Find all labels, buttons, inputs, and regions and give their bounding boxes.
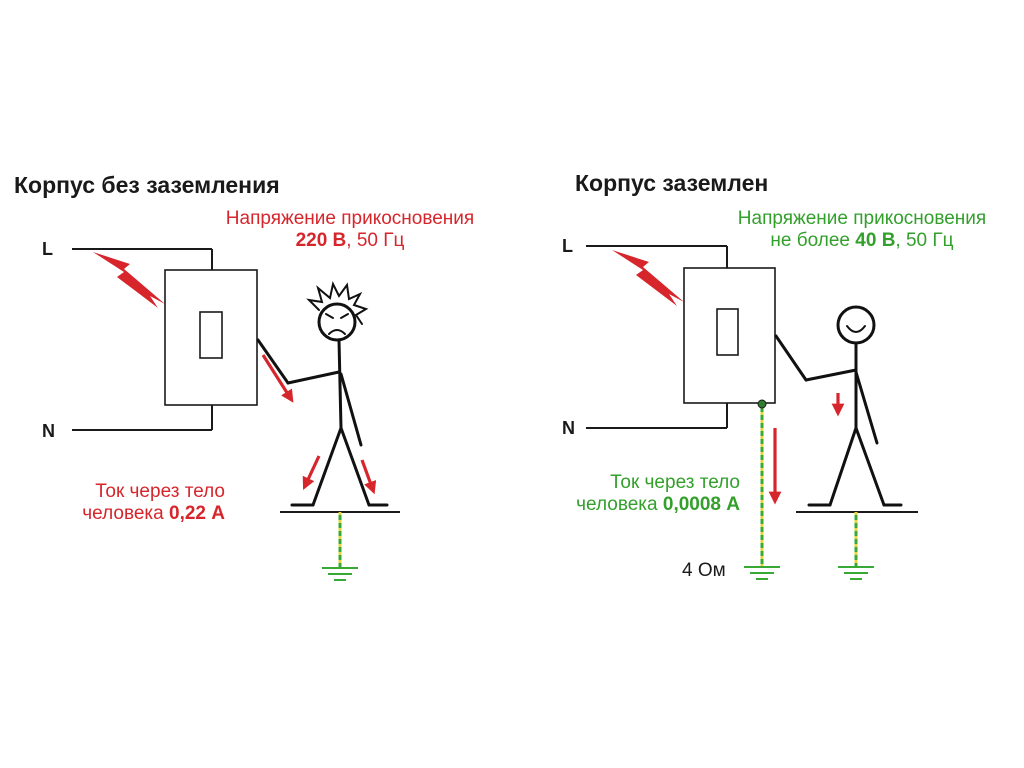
left-person-mouth (328, 329, 346, 335)
left-current-line2: человека 0,22 А (82, 503, 225, 524)
right-voltage-prefix: не более (770, 230, 856, 251)
left-voltage-label: Напряжение прикосновения 220 В, 50 Гц (200, 208, 500, 252)
left-person-arm-free (339, 372, 363, 447)
right-lightning-icon (612, 250, 684, 306)
right-voltage-value: 40 В (855, 230, 896, 251)
left-phase-label: L (42, 239, 53, 259)
right-pe-junction (757, 399, 767, 409)
left-person-body (337, 338, 343, 430)
right-voltage-line1: Напряжение прикосновения (737, 208, 987, 229)
right-voltage-label: Напряжение прикосновения не более 40 В, … (712, 208, 1012, 252)
right-person-head (836, 305, 876, 345)
right-phase-label: L (562, 236, 573, 256)
left-title: Корпус без заземления (14, 172, 280, 198)
right-current-line2: человека 0,0008 А (576, 494, 740, 515)
right-ground-icon (838, 566, 874, 580)
left-person-brows (325, 313, 349, 319)
right-title: Корпус заземлен (575, 170, 769, 196)
left-diagram (72, 248, 400, 581)
right-resistor (716, 308, 739, 356)
right-diagram (586, 245, 918, 580)
right-current-value: 0,0008 А (662, 494, 740, 515)
left-current-line1: Ток через тело (95, 481, 225, 502)
right-current-label: Ток через тело человека 0,0008 А (520, 472, 740, 516)
left-current-label: Ток через тело человека 0,22 А (20, 481, 225, 525)
ground-resistance-label: 4 Ом (682, 560, 726, 581)
right-voltage-rest: , 50 Гц (895, 230, 954, 251)
left-person-forearm (256, 338, 290, 385)
right-person-icon (774, 305, 903, 507)
right-current-line1: Ток через тело (610, 472, 740, 493)
left-person-leg-left (311, 426, 343, 507)
right-person-leg-left (828, 426, 858, 507)
left-person-icon (256, 281, 389, 507)
right-person-forearm (774, 334, 808, 382)
left-arrow-arm (261, 354, 294, 403)
left-neutral-label: N (42, 421, 55, 441)
left-voltage-rest: , 50 Гц (346, 230, 405, 251)
left-person-arm-touch (286, 370, 341, 385)
left-person-head (317, 302, 357, 342)
left-arrow-leg-right (360, 459, 377, 495)
right-pe-ground-icon (744, 566, 780, 580)
left-current-prefix: человека (82, 503, 170, 524)
left-person-hair (306, 281, 369, 325)
left-voltage-value: 220 В (295, 230, 347, 251)
right-person-smile (846, 325, 866, 333)
left-resistor (199, 311, 223, 359)
right-current-prefix: человека (576, 494, 663, 515)
right-voltage-line2: не более 40 В, 50 Гц (770, 230, 953, 251)
left-current-value: 0,22 А (169, 503, 225, 524)
left-arrow-leg-left (302, 455, 321, 491)
right-person-arm-free (854, 370, 879, 445)
left-lightning-icon (93, 252, 165, 308)
left-voltage-line2: 220 В, 50 Гц (296, 230, 405, 251)
left-voltage-line1: Напряжение прикосновения (225, 208, 475, 229)
left-ground-icon (322, 567, 358, 581)
right-person-arm-touch (804, 368, 858, 382)
right-neutral-label: N (562, 418, 575, 438)
right-person-leg-right (854, 426, 886, 507)
right-current-arrows (768, 393, 845, 505)
left-current-arrows (261, 354, 377, 495)
